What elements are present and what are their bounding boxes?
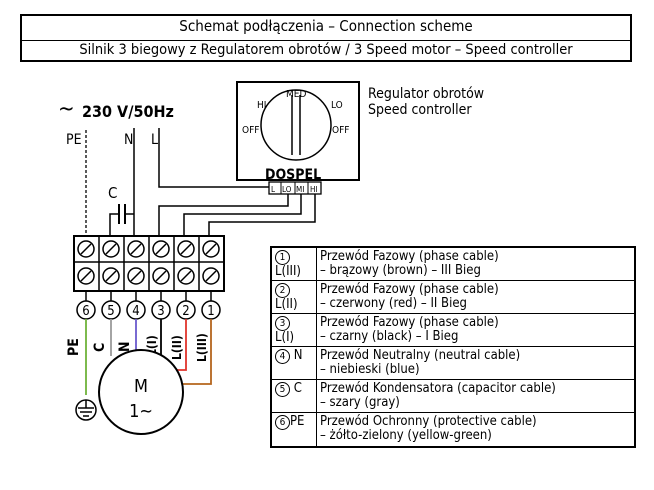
controller-terminal-hi: HI — [310, 185, 318, 194]
controller-brand: DOSPEL — [265, 167, 321, 183]
motor-label: M — [134, 376, 148, 397]
legend-row-5-num: 5 C — [272, 380, 317, 412]
legend-row-4: 4 N Przewód Neutralny (neutral cable)– n… — [272, 347, 634, 380]
controller-terminal-lo: LO — [282, 185, 292, 194]
controller-terminal-mi: MI — [296, 185, 304, 194]
controller-label-en: Speed controller — [368, 102, 472, 118]
wire-label-n: N — [117, 341, 133, 352]
ground-icon — [75, 399, 97, 421]
legend-row-4-line1: Przewód Neutralny (neutral cable) — [320, 348, 521, 363]
terminal-number-1-text: 1 — [207, 304, 214, 319]
legend-row-4-line2: – niebieski (blue) — [320, 362, 420, 377]
legend-row-4-num: 4 N — [272, 347, 317, 379]
terminal-number-5-text: 5 — [107, 304, 114, 319]
legend-row-6-line1: Przewód Ochronny (protective cable) — [320, 414, 537, 429]
title-line-1: Schemat podłączenia – Connection scheme — [179, 17, 473, 35]
wire-mi-to-terminal-2 — [183, 194, 302, 236]
supply-pe-label: PE — [66, 132, 82, 148]
ac-symbol: ~ — [58, 97, 75, 122]
terminal-block — [73, 235, 225, 292]
wire-label-l3: L(III) — [195, 333, 209, 362]
legend-row-6-line2: – żółto-zielony (yellow-green) — [320, 428, 492, 443]
wire-l3-brown — [180, 319, 212, 385]
legend-row-5-line2: – szary (gray) — [320, 395, 400, 410]
terminal-number-2-text: 2 — [182, 304, 189, 319]
legend-row-2-line1: Przewód Fazowy (phase cable) — [320, 282, 499, 297]
controller-pos-off-left: OFF — [242, 125, 259, 136]
controller-terminal-l: L — [271, 185, 275, 194]
controller-label-pl: Regulator obrotów — [368, 86, 484, 102]
terminal-number-4-text: 4 — [132, 304, 139, 319]
legend-row-1-line2: – brązowy (brown) – III Bieg — [320, 263, 481, 278]
legend-row-1-line1: Przewód Fazowy (phase cable) — [320, 249, 499, 264]
motor-phase: 1~ — [129, 401, 153, 422]
controller-pos-off-right: OFF — [332, 125, 349, 136]
legend-row-5-line1: Przewód Kondensatora (capacitor cable) — [320, 381, 556, 396]
terminal-number-6-text: 6 — [82, 304, 89, 319]
wire-lo-to-terminal-3 — [158, 194, 289, 236]
legend-row-3-line2: – czarny (black) – I Bieg — [320, 329, 459, 344]
controller-pos-lo: LO — [331, 100, 343, 111]
legend-row-5: 5 C Przewód Kondensatora (capacitor cabl… — [272, 380, 634, 413]
wire-label-pe: PE — [66, 338, 82, 356]
terminal-number-3-text: 3 — [157, 304, 164, 319]
title-box: Schemat podłączenia – Connection scheme … — [20, 14, 632, 62]
controller-pos-hi: HI — [257, 100, 266, 111]
supply-voltage: 230 V/50Hz — [82, 102, 174, 121]
wire-label-c: C — [92, 343, 108, 352]
supply-l-label: L — [151, 132, 158, 148]
capacitor-wire-left — [109, 213, 119, 236]
capacitor-label: C — [108, 184, 117, 202]
legend-row-3-line1: Przewód Fazowy (phase cable) — [320, 315, 499, 330]
supply-n-label: N — [124, 132, 133, 148]
legend-row-2-line2: – czerwony (red) – II Bieg — [320, 296, 467, 311]
controller-knob[interactable] — [260, 89, 332, 161]
wire-hi-to-terminal-1 — [208, 194, 316, 236]
wire-label-l2: L(II) — [170, 335, 184, 360]
title-line-2: Silnik 3 biegowy z Regulatorem obrotów /… — [22, 40, 630, 58]
controller-pos-med: MED — [286, 89, 306, 100]
motor-symbol — [98, 349, 184, 435]
